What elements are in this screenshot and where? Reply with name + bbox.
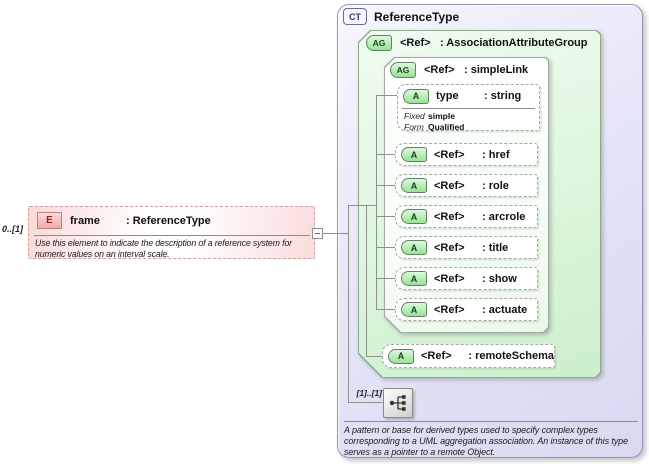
model-group-button[interactable]: [383, 388, 413, 418]
group-type-label: : AssociationAttributeGroup: [440, 37, 588, 49]
complex-type-annotation: A pattern or base for derived types used…: [344, 425, 628, 457]
attribute-title-box[interactable]: A <Ref> : title: [395, 236, 538, 259]
element-frame-box[interactable]: E frame : ReferenceType Use this element…: [28, 206, 315, 259]
group-type-label: : simpleLink: [464, 64, 529, 76]
attribute-icon: A: [401, 178, 427, 193]
attribute-role-box[interactable]: A <Ref> : role: [395, 174, 538, 197]
connector-branch-top: [348, 205, 376, 206]
simplelink-group-header[interactable]: AG <Ref> : simpleLink: [390, 61, 528, 79]
attribute-type: : role: [482, 179, 509, 192]
element-header: E frame : ReferenceType: [29, 207, 314, 229]
connector-stub-actuate: [376, 309, 395, 310]
attribute-type: : title: [482, 241, 509, 254]
facet-fixed-value: simple: [428, 111, 455, 121]
connector-remoteschema-stub: [366, 356, 382, 357]
element-icon: E: [37, 212, 62, 229]
attribute-icon: A: [403, 88, 429, 104]
facet-list: Fixed simple Form Qualified: [404, 111, 464, 132]
attribute-group-icon: AG: [390, 62, 416, 78]
attribute-type: : remoteSchema: [468, 350, 554, 362]
group-ref-label: <Ref>: [400, 37, 431, 49]
group-ref-label: <Ref>: [424, 64, 455, 76]
connector-trunk-attributes: [376, 95, 377, 310]
attribute-type: : show: [482, 272, 517, 285]
collapse-toggle-button[interactable]: [312, 228, 323, 239]
attribute-icon: A: [388, 348, 414, 364]
attribute-href-box[interactable]: A <Ref> : href: [395, 143, 538, 166]
attribute-icon: A: [401, 147, 427, 162]
attribute-icon: A: [401, 209, 427, 224]
facet-form-label: Form: [404, 121, 424, 132]
connector-stub-type: [376, 95, 397, 96]
attribute-remoteschema-box[interactable]: A <Ref> : remoteSchema: [382, 344, 555, 368]
element-separator: [34, 235, 310, 236]
attribute-icon: A: [401, 302, 427, 317]
element-annotation: Use this element to indicate the descrip…: [35, 238, 292, 259]
attribute-show-box[interactable]: A <Ref> : show: [395, 267, 538, 290]
attribute-name: type: [436, 90, 459, 102]
attribute-ref: <Ref>: [434, 303, 465, 316]
attribute-icon: A: [401, 240, 427, 255]
connector-stub-title: [376, 247, 395, 248]
attribute-ref: <Ref>: [434, 210, 465, 223]
attribute-type: : actuate: [482, 303, 528, 316]
connector-trunk-remoteschema: [366, 205, 367, 356]
facet-separator: [402, 108, 535, 109]
complex-type-icon: CT: [343, 8, 367, 25]
element-type: : ReferenceType: [126, 214, 211, 227]
attribute-type-box[interactable]: A type : string Fixed simple Form Qualif…: [397, 84, 540, 132]
facet-fixed-label: Fixed: [404, 111, 425, 121]
annotation-separator: [344, 421, 638, 422]
connector-stub-role: [376, 185, 395, 186]
connector-modelgroup-stub: [348, 402, 383, 403]
attribute-actuate-box[interactable]: A <Ref> : actuate: [395, 298, 538, 321]
attribute-ref: <Ref>: [434, 148, 465, 161]
attribute-ref: <Ref>: [434, 241, 465, 254]
complex-type-title: ReferenceType: [374, 10, 460, 24]
element-name: frame: [70, 214, 100, 227]
association-group-header[interactable]: AG <Ref> : AssociationAttributeGroup: [366, 34, 587, 52]
attribute-ref: <Ref>: [434, 272, 465, 285]
facet-form-value: Qualified: [428, 121, 465, 132]
connector-trunk-main: [348, 205, 349, 403]
attribute-icon: A: [401, 271, 427, 286]
attribute-type: : string: [484, 90, 522, 102]
attribute-arcrole-box[interactable]: A <Ref> : arcrole: [395, 205, 538, 228]
connector-frame-line: [322, 233, 348, 234]
element-cardinality: 0..[1]: [2, 224, 24, 234]
attribute-ref: <Ref>: [421, 350, 452, 362]
minus-icon: [315, 233, 320, 234]
attribute-header: A type : string: [398, 85, 539, 107]
connector-stub-arcrole: [376, 216, 395, 217]
connector-stub-show: [376, 278, 395, 279]
attribute-group-icon: AG: [366, 35, 392, 51]
attribute-type: : href: [482, 148, 510, 161]
attribute-type: : arcrole: [482, 210, 526, 223]
connector-stub-href: [376, 154, 395, 155]
aggregation-model-group-icon: [389, 395, 406, 411]
attribute-ref: <Ref>: [434, 179, 465, 192]
model-group-cardinality: [1]..[1]: [356, 388, 383, 398]
